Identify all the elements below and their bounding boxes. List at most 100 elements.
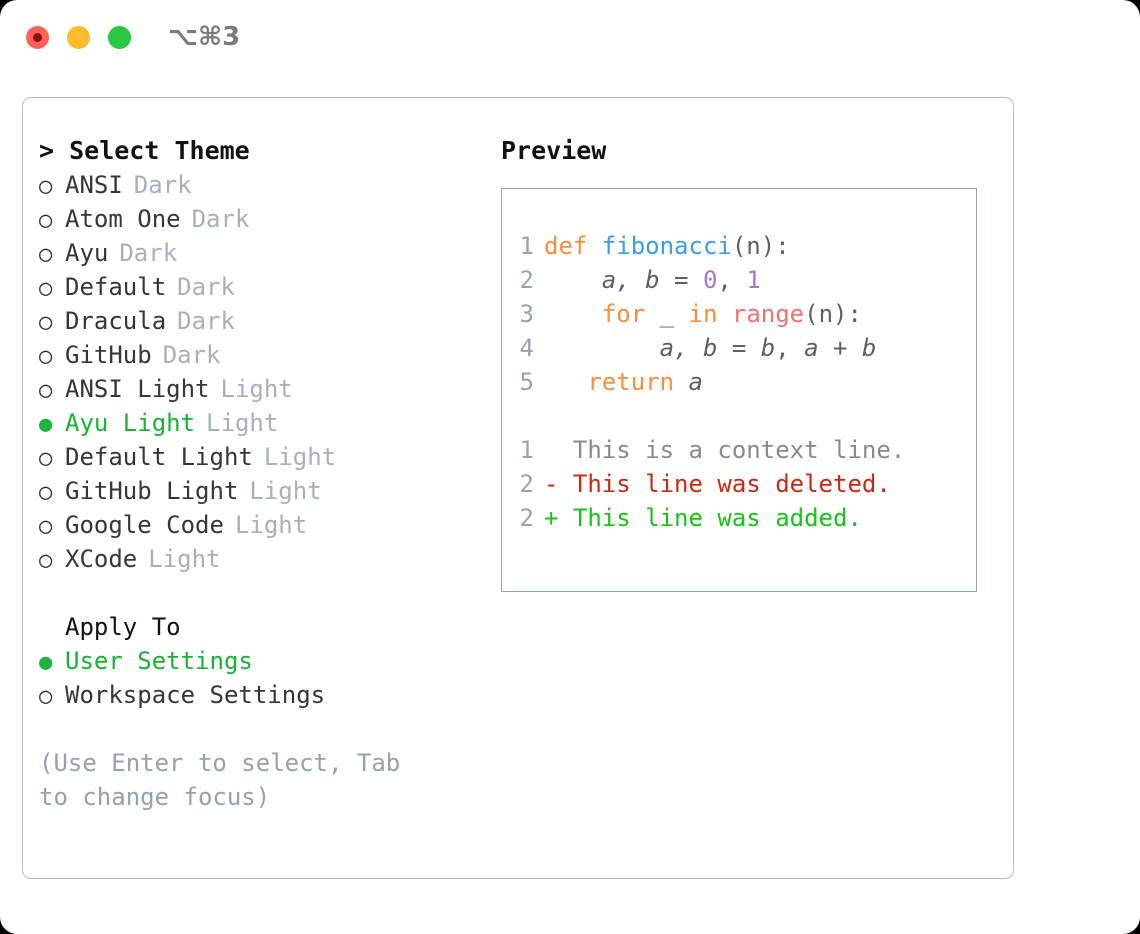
radio-unselected-icon[interactable]: ○ bbox=[39, 242, 53, 267]
theme-variant-tag: Light bbox=[249, 477, 322, 505]
code-token: (n): bbox=[731, 232, 790, 260]
radio-unselected-icon[interactable]: ○ bbox=[39, 684, 53, 709]
radio-unselected-icon[interactable]: ○ bbox=[39, 174, 53, 199]
radio-unselected-icon[interactable]: ○ bbox=[39, 344, 53, 369]
apply-to-label: Workspace Settings bbox=[65, 681, 326, 709]
diff-sample: 1 This is a context line.2- This line wa… bbox=[502, 433, 976, 535]
radio-unselected-icon[interactable]: ○ bbox=[39, 310, 53, 335]
code-line: 5 return a bbox=[502, 365, 976, 399]
radio-selected-icon[interactable]: ● bbox=[39, 412, 53, 437]
radio-unselected-icon[interactable]: ○ bbox=[39, 480, 53, 505]
diff-sign: + bbox=[544, 504, 573, 532]
code-token: b bbox=[861, 334, 877, 362]
line-number: 3 bbox=[519, 300, 534, 328]
code-token: , bbox=[775, 334, 805, 362]
code-token: fibonacci bbox=[601, 232, 732, 260]
code-token: for bbox=[601, 300, 646, 328]
code-token bbox=[717, 300, 731, 328]
code-token: _ bbox=[645, 300, 689, 328]
code-token bbox=[544, 368, 587, 396]
radio-unselected-icon[interactable]: ○ bbox=[39, 446, 53, 471]
theme-variant-tag: Light bbox=[206, 409, 279, 437]
code-token bbox=[544, 300, 602, 328]
apply-to-title: Apply To bbox=[65, 613, 181, 641]
theme-list-item[interactable]: ○ Default Dark bbox=[39, 270, 479, 304]
theme-variant-tag: Dark bbox=[191, 205, 250, 233]
code-text: def fibonacci(n): bbox=[544, 229, 790, 263]
radio-unselected-icon[interactable]: ○ bbox=[39, 208, 53, 233]
theme-variant-tag: Dark bbox=[133, 171, 192, 199]
theme-list-item[interactable]: ○ GitHub Light Light bbox=[39, 474, 479, 508]
code-token bbox=[544, 334, 660, 362]
line-number: 2 bbox=[519, 266, 534, 294]
diff-text: - This line was deleted. bbox=[544, 467, 891, 501]
code-token: return bbox=[587, 368, 675, 396]
code-line: 3 for _ in range(n): bbox=[502, 297, 976, 331]
theme-variant-tag: Dark bbox=[162, 341, 221, 369]
code-text: for _ in range(n): bbox=[544, 297, 862, 331]
code-token bbox=[674, 368, 688, 396]
radio-unselected-icon[interactable]: ○ bbox=[39, 514, 53, 539]
code-token: a, b bbox=[601, 266, 660, 294]
close-button[interactable] bbox=[26, 26, 49, 49]
code-token: range bbox=[731, 300, 805, 328]
code-text: a, b = 0, 1 bbox=[544, 263, 761, 297]
code-token bbox=[544, 266, 602, 294]
diff-content: This line was deleted. bbox=[572, 470, 891, 498]
theme-list-item[interactable]: ○ ANSI Light Light bbox=[39, 372, 479, 406]
code-token: = bbox=[659, 266, 703, 294]
theme-name: Default bbox=[65, 273, 167, 301]
theme-name: Google Code bbox=[65, 511, 224, 539]
code-token: def bbox=[544, 232, 602, 260]
theme-variant-tag: Light bbox=[148, 545, 221, 573]
radio-selected-icon[interactable]: ● bbox=[39, 650, 53, 675]
radio-unselected-icon[interactable]: ○ bbox=[39, 548, 53, 573]
apply-to-item[interactable]: ● User Settings bbox=[39, 644, 479, 678]
keyboard-hint: (Use Enter to select, Tab to change focu… bbox=[39, 749, 415, 811]
code-line: 1 def fibonacci(n): bbox=[502, 229, 976, 263]
theme-name: ANSI Light bbox=[65, 375, 210, 403]
code-token: = bbox=[717, 334, 761, 362]
line-number: 2 bbox=[519, 504, 534, 532]
code-token: , bbox=[717, 266, 747, 294]
minimize-button[interactable] bbox=[67, 26, 90, 49]
traffic-lights bbox=[26, 26, 131, 49]
line-number: 1 bbox=[519, 232, 534, 260]
apply-to-item[interactable]: ○ Workspace Settings bbox=[39, 678, 479, 712]
maximize-button[interactable] bbox=[108, 26, 131, 49]
apply-to-label: User Settings bbox=[65, 647, 253, 675]
diff-sign: - bbox=[544, 470, 573, 498]
code-token: + bbox=[818, 334, 862, 362]
line-number: 4 bbox=[519, 334, 534, 362]
code-token: 1 bbox=[746, 266, 761, 294]
theme-name: GitHub Light bbox=[65, 477, 239, 505]
code-token: 0 bbox=[702, 266, 718, 294]
radio-unselected-icon[interactable]: ○ bbox=[39, 378, 53, 403]
theme-variant-tag: Dark bbox=[177, 273, 235, 301]
diff-line: 1 This is a context line. bbox=[502, 433, 976, 467]
line-number: 5 bbox=[519, 368, 534, 396]
code-token: a, b bbox=[659, 334, 718, 362]
code-text: return a bbox=[544, 365, 703, 399]
theme-variant-tag: Light bbox=[220, 375, 293, 403]
diff-content: This is a context line. bbox=[572, 436, 906, 464]
code-token: a bbox=[688, 368, 703, 396]
theme-variant-tag: Dark bbox=[119, 239, 178, 267]
radio-unselected-icon[interactable]: ○ bbox=[39, 276, 53, 301]
line-number: 1 bbox=[519, 436, 534, 464]
code-line: 2 a, b = 0, 1 bbox=[502, 263, 976, 297]
preview-title: Preview bbox=[501, 136, 607, 165]
code-text: a, b = b, a + b bbox=[544, 331, 877, 365]
